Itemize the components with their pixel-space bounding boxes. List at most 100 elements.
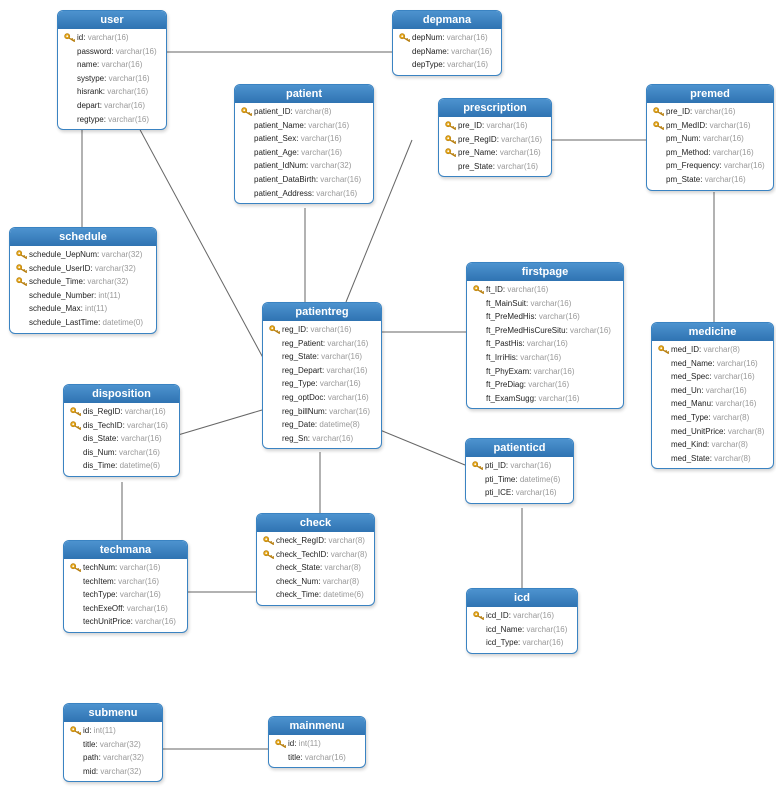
field-row: techUnitPrice: varchar(16)	[83, 617, 176, 627]
field-row: pti_ID: varchar(16)	[472, 459, 569, 473]
field-type: varchar(16)	[115, 46, 157, 56]
key-icon	[653, 120, 664, 130]
field-row: pm_State: varchar(16)	[666, 174, 746, 184]
field-row: regtype: varchar(16)	[77, 114, 150, 124]
field-type: varchar(16)	[486, 121, 528, 130]
field-name: techUnitPrice	[83, 617, 131, 627]
field-type: varchar(16)	[713, 372, 755, 382]
field-name: icd_Type	[486, 638, 519, 648]
key-icon	[16, 250, 27, 260]
field-row: pm_Frequency: varchar(16)	[666, 161, 765, 171]
field-row: techItem: varchar(16)	[83, 576, 160, 586]
field-type: varchar(8)	[727, 426, 765, 436]
field-row: techNum: varchar(16)	[70, 561, 183, 575]
field-name: pti_ICE	[485, 488, 512, 498]
field-name: ft_PreMedHisCureSitu	[486, 325, 566, 335]
field-row: ft_IrriHis: varchar(16)	[486, 352, 562, 362]
field-type: varchar(16)	[513, 611, 555, 620]
table-title: check	[257, 514, 374, 532]
field-type: varchar(16)	[530, 298, 572, 308]
key-icon	[399, 33, 410, 43]
field-row: techType: varchar(16)	[83, 590, 161, 600]
field-name: pm_Frequency	[666, 161, 720, 171]
table-title: patient	[235, 85, 373, 103]
key-icon	[473, 611, 484, 621]
relation-prescription-patientreg	[345, 139, 413, 303]
field-name: ft_ExamSugg	[486, 393, 535, 403]
key-icon	[445, 148, 456, 158]
field-type: varchar(16)	[451, 46, 493, 56]
field-list: icd_ID: varchar(16)icd_Name: varchar(16)…	[467, 607, 577, 653]
field-name: name	[77, 60, 98, 70]
field-name: techType	[83, 590, 116, 600]
field-name: icd_Name	[486, 624, 523, 634]
key-icon	[70, 407, 81, 417]
field-name: ft_PreMedHis	[486, 312, 535, 322]
field-type: int(11)	[98, 290, 121, 300]
field-name: ft_PhyExam	[486, 366, 530, 376]
field-list: reg_ID: varchar(16)reg_Patient: varchar(…	[263, 321, 381, 448]
table-title: schedule	[10, 228, 156, 246]
field-type: varchar(16)	[510, 461, 552, 470]
field-row: id: varchar(16)	[64, 31, 162, 45]
field-row: dis_State: varchar(16)	[83, 434, 162, 444]
field-type: varchar(16)	[126, 603, 168, 613]
field-row: patient_Age: varchar(16)	[254, 147, 343, 157]
field-type: datetime(6)	[119, 461, 161, 471]
key-icon	[241, 107, 252, 117]
field-row: pre_RegID: varchar(16)	[445, 133, 547, 147]
field-type: varchar(32)	[101, 250, 143, 259]
table-check[interactable]: check check_RegID: varchar(8)check_TechID…	[256, 513, 375, 606]
table-title: submenu	[64, 704, 162, 722]
field-row: check_RegID: varchar(8)	[263, 534, 370, 548]
field-name: pm_MedID	[666, 120, 706, 130]
field-type: datetime(6)	[323, 590, 364, 600]
field-row: check_TechID: varchar(8)	[263, 548, 370, 562]
field-name: techExeOff	[83, 603, 123, 613]
field-row: pm_MedID: varchar(16)	[653, 119, 769, 133]
field-type: varchar(16)	[712, 147, 754, 157]
field-type: varchar(8)	[294, 107, 332, 116]
field-type: datetime(0)	[102, 317, 143, 327]
field-type: varchar(16)	[316, 188, 358, 198]
field-name: med_ID	[671, 345, 700, 354]
field-row: patient_Sex: varchar(16)	[254, 134, 342, 144]
field-row: med_UnitPrice: varchar(8)	[671, 426, 765, 436]
field-type: int(11)	[85, 304, 108, 314]
field-type: varchar(16)	[304, 752, 346, 762]
field-name: med_Kind	[671, 440, 708, 450]
field-type: varchar(16)	[108, 73, 150, 83]
field-row: password: varchar(16)	[77, 46, 157, 56]
field-type: varchar(16)	[124, 407, 166, 416]
field-type: varchar(32)	[99, 739, 141, 749]
field-name: pre_ID	[458, 121, 483, 130]
key-icon	[658, 345, 669, 355]
field-type: varchar(16)	[497, 161, 539, 171]
field-row: hisrank: varchar(16)	[77, 87, 149, 97]
field-list: med_ID: varchar(8)med_Name: varchar(16)m…	[652, 341, 773, 468]
field-type: varchar(16)	[120, 434, 162, 444]
field-type: varchar(16)	[570, 325, 611, 335]
field-type: varchar(8)	[330, 549, 368, 559]
field-type: varchar(16)	[310, 325, 352, 334]
key-icon	[472, 461, 483, 471]
field-row: dis_Time: datetime(6)	[83, 461, 161, 471]
key-icon	[70, 726, 81, 736]
field-row: pm_Num: varchar(16)	[666, 134, 744, 144]
field-type: varchar(16)	[127, 420, 168, 430]
